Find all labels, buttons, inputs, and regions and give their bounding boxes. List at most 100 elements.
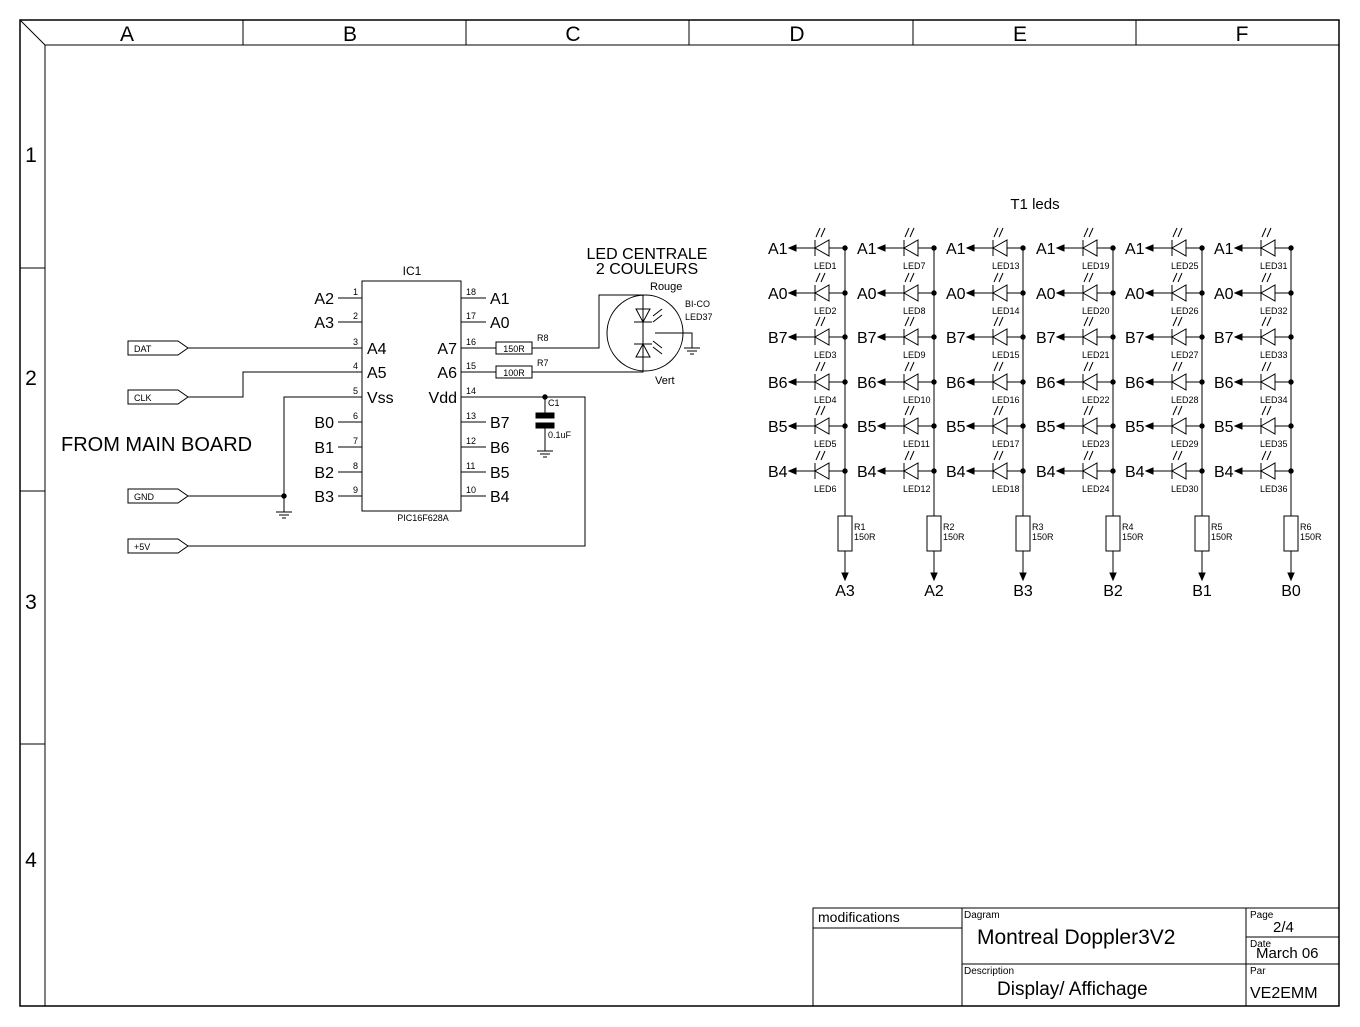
led-ref: LED15 — [992, 350, 1020, 360]
pin-signal: A1 — [490, 291, 510, 308]
connector-label: +5V — [134, 542, 150, 552]
ic-ref: IC1 — [403, 264, 422, 278]
led-ref: LED18 — [992, 484, 1020, 494]
resistor-ref: R8 — [537, 333, 549, 343]
row-signal-label: A0 — [946, 286, 966, 303]
led-ref: LED25 — [1171, 261, 1199, 271]
row-signal-label: B5 — [1036, 419, 1056, 436]
row-signal-label: B5 — [946, 419, 966, 436]
row-signal-label: B7 — [1125, 330, 1145, 347]
resistor-value: 150R — [943, 532, 965, 542]
resistor-value: 150R — [1122, 532, 1144, 542]
column-label: C — [565, 23, 580, 46]
resistor-ref: R5 — [1211, 522, 1223, 532]
led-column: A1LED31A0LED32B7LED33B6LED34B5LED35B4LED… — [1214, 227, 1322, 600]
capacitor-c1: C1 0.1uF — [535, 394, 572, 458]
resistor-value: 150R — [1211, 532, 1233, 542]
ic-pin-left: 9B3 — [314, 485, 362, 506]
led-ref: LED22 — [1082, 395, 1110, 405]
connector-label: DAT — [134, 344, 152, 354]
resistor-ref: R3 — [1032, 522, 1044, 532]
led-ref: LED2 — [814, 306, 837, 316]
row-signal-label: A0 — [857, 286, 877, 303]
led-matrix: A1LED1A0LED2B7LED3B6LED4B5LED5B4LED6R115… — [768, 227, 1322, 600]
led-vert-label: Vert — [655, 375, 675, 387]
led-matrix-title: T1 leds — [1010, 196, 1059, 213]
pin-number: 4 — [353, 361, 358, 371]
led-column: A1LED13A0LED14B7LED15B6LED16B5LED17B4LED… — [946, 227, 1054, 600]
row-signal-label: B4 — [768, 464, 788, 481]
pin-function: Vdd — [429, 390, 457, 407]
row-signal-label: B6 — [1036, 375, 1056, 392]
led-column: A1LED1A0LED2B7LED3B6LED4B5LED5B4LED6R115… — [768, 227, 876, 600]
par-label: Par — [1250, 966, 1266, 977]
row-signal-label: B5 — [768, 419, 788, 436]
led-ref: LED21 — [1082, 350, 1110, 360]
row-signal-label: A1 — [1125, 241, 1145, 258]
row-signal-label: A1 — [1214, 241, 1234, 258]
led-ref: LED24 — [1082, 484, 1110, 494]
page-label: Page — [1250, 910, 1274, 921]
bicolor-led: LED CENTRALE 2 COULEURS Rouge Vert BI-CO… — [587, 246, 713, 387]
pin-number: 14 — [466, 386, 476, 396]
led-ref: LED28 — [1171, 395, 1199, 405]
diagram-name: Montreal Doppler3V2 — [977, 926, 1175, 949]
led-ref: LED17 — [992, 439, 1020, 449]
led-ref: LED14 — [992, 306, 1020, 316]
row-signal-label: B4 — [1125, 464, 1145, 481]
column-output-label: B0 — [1281, 583, 1301, 600]
led-ref: LED1 — [814, 261, 837, 271]
led-ref: LED7 — [903, 261, 926, 271]
pin-number: 3 — [353, 337, 358, 347]
led-ref: LED13 — [992, 261, 1020, 271]
row-signal-label: A0 — [768, 286, 788, 303]
led-ref: LED11 — [903, 439, 930, 449]
pin-signal: B7 — [490, 415, 510, 432]
row-signal-label: B7 — [768, 330, 788, 347]
led-column: A1LED7A0LED8B7LED9B6LED10B5LED11B4LED12R… — [857, 227, 965, 600]
pin-signal: B4 — [490, 489, 510, 506]
resistor-value: 150R — [503, 344, 525, 354]
row-signal-label: B4 — [1036, 464, 1056, 481]
pin-number: 2 — [353, 311, 358, 321]
led-ref: LED20 — [1082, 306, 1110, 316]
row-signal-label: B5 — [857, 419, 877, 436]
capacitor-value: 0.1uF — [548, 430, 572, 440]
led-ref: LED23 — [1082, 439, 1110, 449]
row-signal-label: B7 — [946, 330, 966, 347]
date-value: March 06 — [1256, 945, 1319, 962]
pin-number: 17 — [466, 311, 476, 321]
row-labels: 1 2 3 4 — [25, 144, 37, 872]
row-signal-label: B7 — [1214, 330, 1234, 347]
led-ref: LED12 — [903, 484, 931, 494]
resistor-ref: R1 — [854, 522, 866, 532]
pin-number: 7 — [353, 436, 358, 446]
column-output-label: B3 — [1013, 583, 1033, 600]
pin-signal: B1 — [314, 440, 334, 457]
row-signal-label: A0 — [1214, 286, 1234, 303]
